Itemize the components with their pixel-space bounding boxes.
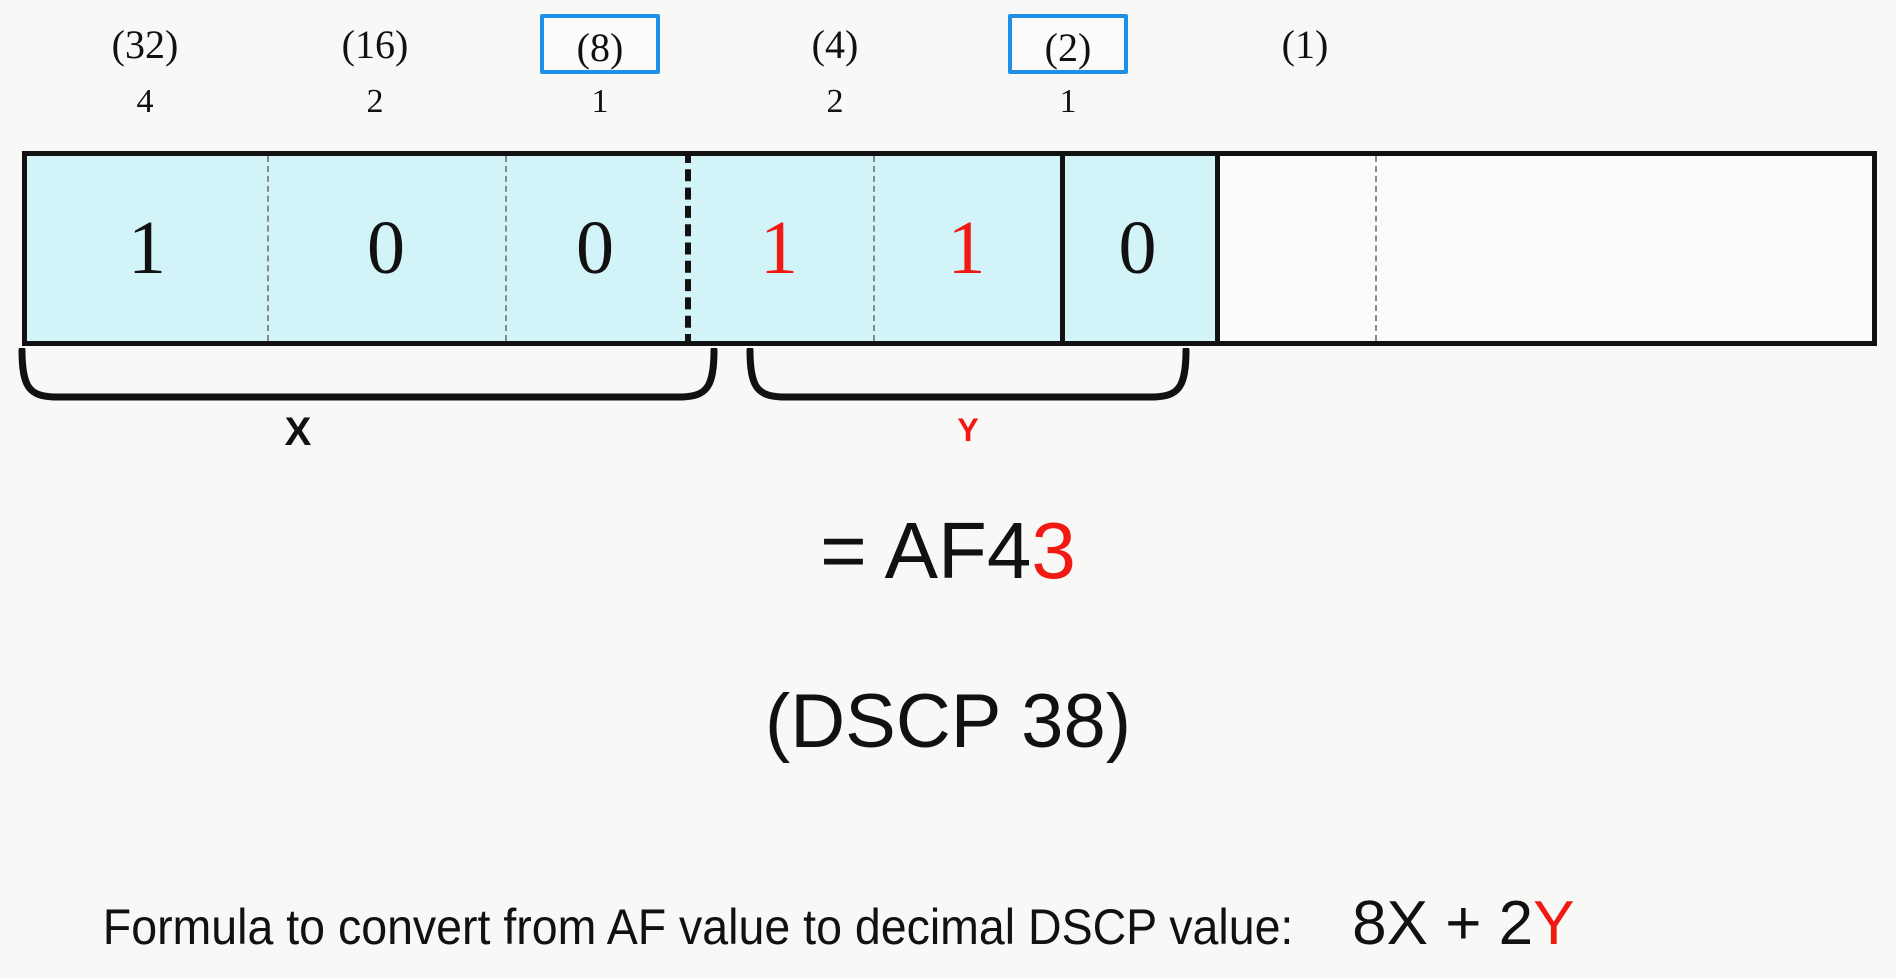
weight-label-32: (32) [111,22,179,67]
formula-expr-suffix: Y [1533,889,1575,958]
bit-divider-solid-6 [1215,151,1220,346]
bit-value-3: 1 [760,206,798,290]
weight-label-2-highlighted[interactable]: (2) [1008,14,1128,74]
bit-cell-fill-2 [505,156,685,341]
bitfield-box: 1 0 0 1 1 0 [22,151,1877,346]
formula-row: Formula to convert from AF value to deci… [58,888,1575,959]
weight-label-8-highlighted[interactable]: (8) [540,14,660,74]
subdigit-0: 4 [136,83,154,120]
af-result-line: = AF43 [0,505,1896,597]
weight-label-16: (16) [341,22,409,67]
bit-value-6-empty [1215,156,1375,341]
y-brace-label: Y [957,412,979,448]
subdigit-2: 1 [591,83,609,120]
bit-divider-class-drop-split [685,151,691,346]
bit-cell-fill-0 [27,156,267,341]
dscp-result-line: (DSCP 38) [764,679,1132,764]
subdigit-4: 1 [1059,83,1077,120]
bit-cell-fill-4 [873,156,1060,341]
af-result-suffix: 3 [1031,506,1076,595]
subdigit-1: 2 [366,83,384,120]
bit-cell-fill-1 [267,156,505,341]
af-result-prefix: = AF4 [820,506,1032,595]
x-brace-label: X [284,410,312,454]
bit-value-1: 0 [367,206,405,290]
subdigit-3: 2 [826,83,844,120]
bit-value-2: 0 [576,206,614,290]
bit-value-0: 1 [128,206,166,290]
y-brace [746,348,1190,401]
weight-label-1: (1) [1281,22,1329,67]
formula-expr-prefix: 8X + 2 [1352,889,1534,958]
bit-divider-dashed-1 [267,156,269,341]
bit-divider-dashed-7 [1375,156,1377,341]
bit-value-4: 1 [947,206,986,290]
weight-label-4: (4) [811,22,859,67]
formula-description: Formula to convert from AF value to deci… [102,899,1294,955]
bit-value-7-empty [1375,156,1872,341]
x-brace [18,348,718,401]
bit-cell-fill-5 [1060,156,1215,341]
bit-value-5: 0 [1118,206,1157,290]
bit-divider-solid-5 [1060,151,1065,346]
bit-divider-dashed-4 [873,156,875,341]
bit-divider-dashed-2 [505,156,507,341]
bit-cell-fill-3 [685,156,873,341]
formula-expression: 8X + 2Y [1352,888,1574,959]
